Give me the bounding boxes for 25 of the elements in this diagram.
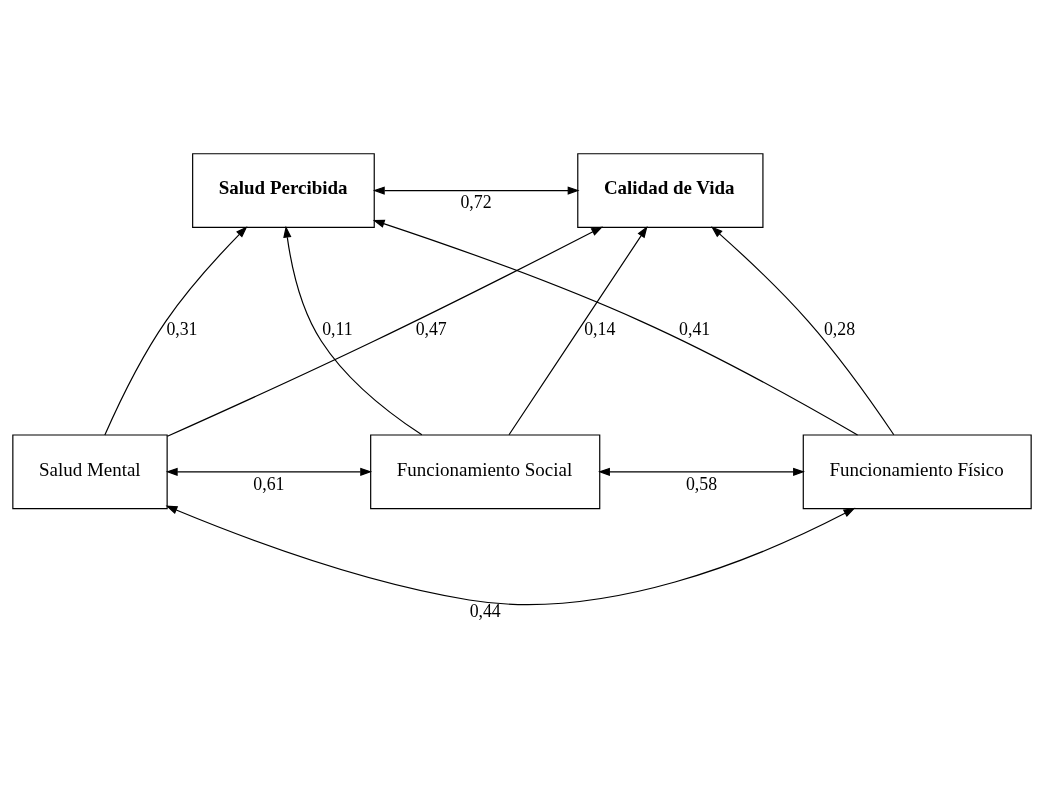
- edge-label: 0,47: [415, 318, 447, 339]
- node-box: Salud Mental: [12, 433, 168, 509]
- node-box: Salud Percibida: [192, 152, 375, 228]
- arrow: [711, 225, 895, 435]
- edge-label: 0,11: [322, 318, 353, 339]
- edge-label: 0,58: [685, 473, 718, 494]
- arrow: [508, 225, 648, 435]
- arrow: [166, 226, 604, 437]
- edge-label: 0,61: [253, 473, 285, 494]
- edge-label: 0,41: [679, 318, 711, 339]
- edge-label: 0,31: [166, 318, 198, 339]
- node-box: Funcionamiento Físico: [802, 433, 1032, 509]
- arrow: [104, 225, 248, 436]
- edge-label: 0,14: [584, 318, 616, 339]
- edge-label: 0,44: [469, 600, 501, 621]
- arrow: [165, 467, 373, 476]
- arrow: [165, 505, 856, 605]
- node-box: Funcionamiento Social: [370, 433, 601, 509]
- arrow: [598, 467, 805, 476]
- arrow: [372, 219, 859, 436]
- arrow: [283, 225, 423, 435]
- edge-label: 0,28: [823, 318, 856, 339]
- edge-label: 0,72: [460, 191, 492, 212]
- node-box: Calidad de Vida: [577, 152, 764, 228]
- arrow: [372, 185, 580, 195]
